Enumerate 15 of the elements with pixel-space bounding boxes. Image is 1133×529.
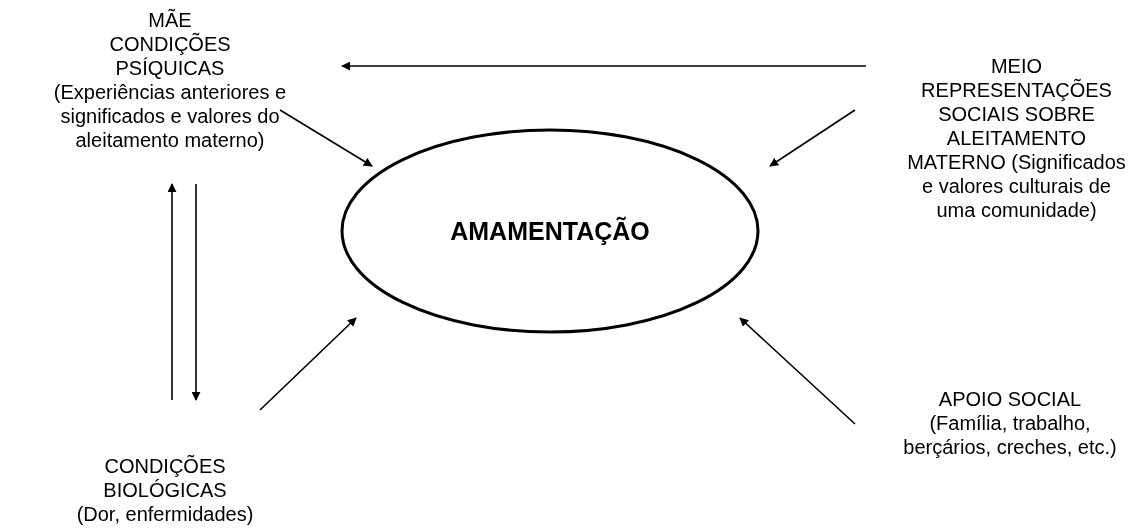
node-heading: MÃE CONDIÇÕES PSÍQUICAS [108, 8, 232, 80]
node-text: (Família, trabalho, berçários, creches, etc.) [902, 411, 1118, 459]
node-text: MEIO REPRESENTAÇÕES SOCIAIS SOBRE ALEITAMENTO MATERNO (Significados e valores culturais de uma comunidade) [906, 54, 1127, 222]
arrow [341, 61, 867, 71]
ellipse-node [340, 128, 760, 334]
arrow [769, 109, 856, 167]
arrow [279, 109, 373, 167]
arrow [191, 183, 201, 401]
arrow [259, 317, 357, 411]
arrow [739, 317, 856, 425]
node-text: (Experiências anteriores e significados e valores do aleitamento materno) [52, 80, 288, 152]
node-heading: APOIO SOCIAL [938, 387, 1082, 411]
arrow [167, 183, 177, 401]
node-heading: CONDIÇÕES BIOLÓGICAS [102, 454, 228, 502]
node-text: (Dor, enfermidades) [76, 502, 254, 526]
